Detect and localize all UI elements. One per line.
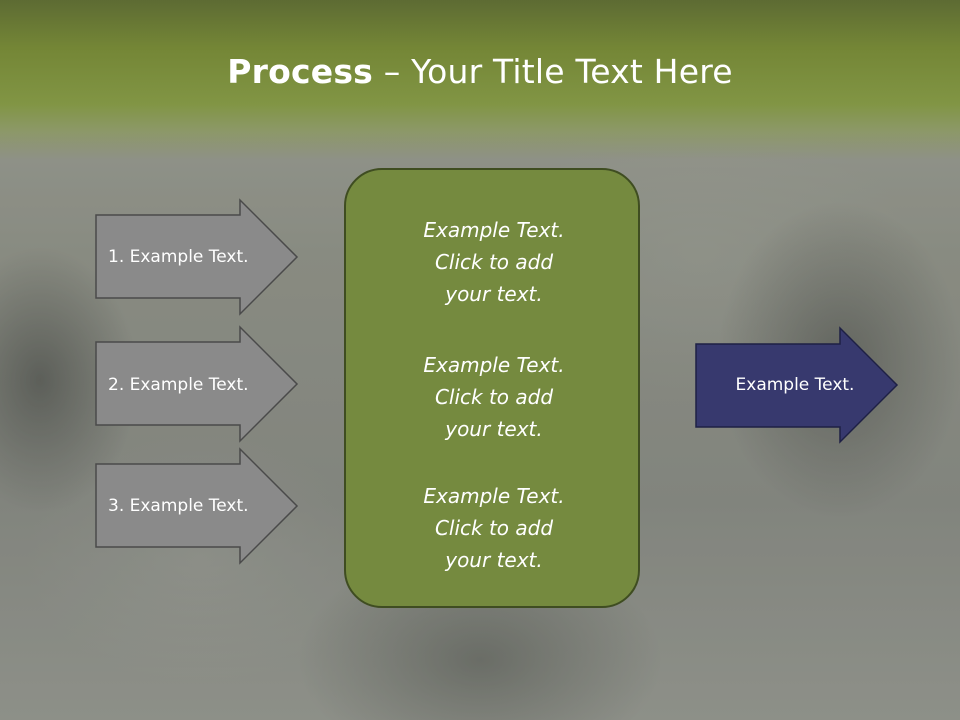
title-rest-text: – Your Title Text Here [373, 52, 733, 91]
center-content-box[interactable]: Example Text. Click to add your text. Ex… [344, 168, 640, 608]
process-arrow-2[interactable]: 2. Example Text. [95, 325, 299, 443]
center-text-line: Click to add [434, 516, 554, 540]
center-text-line: Example Text. [423, 484, 565, 508]
center-text-line: Example Text. [423, 218, 565, 242]
center-text-block-2[interactable]: Example Text. Click to add your text. [346, 349, 642, 445]
process-arrow-1-label: 1. Example Text. [108, 247, 249, 267]
slide-title[interactable]: Process – Your Title Text Here [0, 52, 960, 91]
process-arrow-2-label: 2. Example Text. [108, 375, 249, 395]
process-arrow-3[interactable]: 3. Example Text. [95, 447, 299, 565]
center-text-line: your text. [445, 282, 543, 306]
result-arrow-label: Example Text. [736, 375, 855, 395]
process-arrow-1[interactable]: 1. Example Text. [95, 198, 299, 316]
center-text-block-3[interactable]: Example Text. Click to add your text. [346, 480, 642, 576]
center-text-line: Click to add [434, 385, 554, 409]
title-band [0, 0, 960, 160]
center-text-line: your text. [445, 417, 543, 441]
center-text-line: Example Text. [423, 353, 565, 377]
center-text-block-1[interactable]: Example Text. Click to add your text. [346, 214, 642, 310]
center-text-line: your text. [445, 548, 543, 572]
center-text-line: Click to add [434, 250, 554, 274]
process-arrow-3-label: 3. Example Text. [108, 496, 249, 516]
title-bold-text: Process [227, 52, 374, 91]
result-arrow[interactable]: Example Text. [695, 326, 899, 444]
